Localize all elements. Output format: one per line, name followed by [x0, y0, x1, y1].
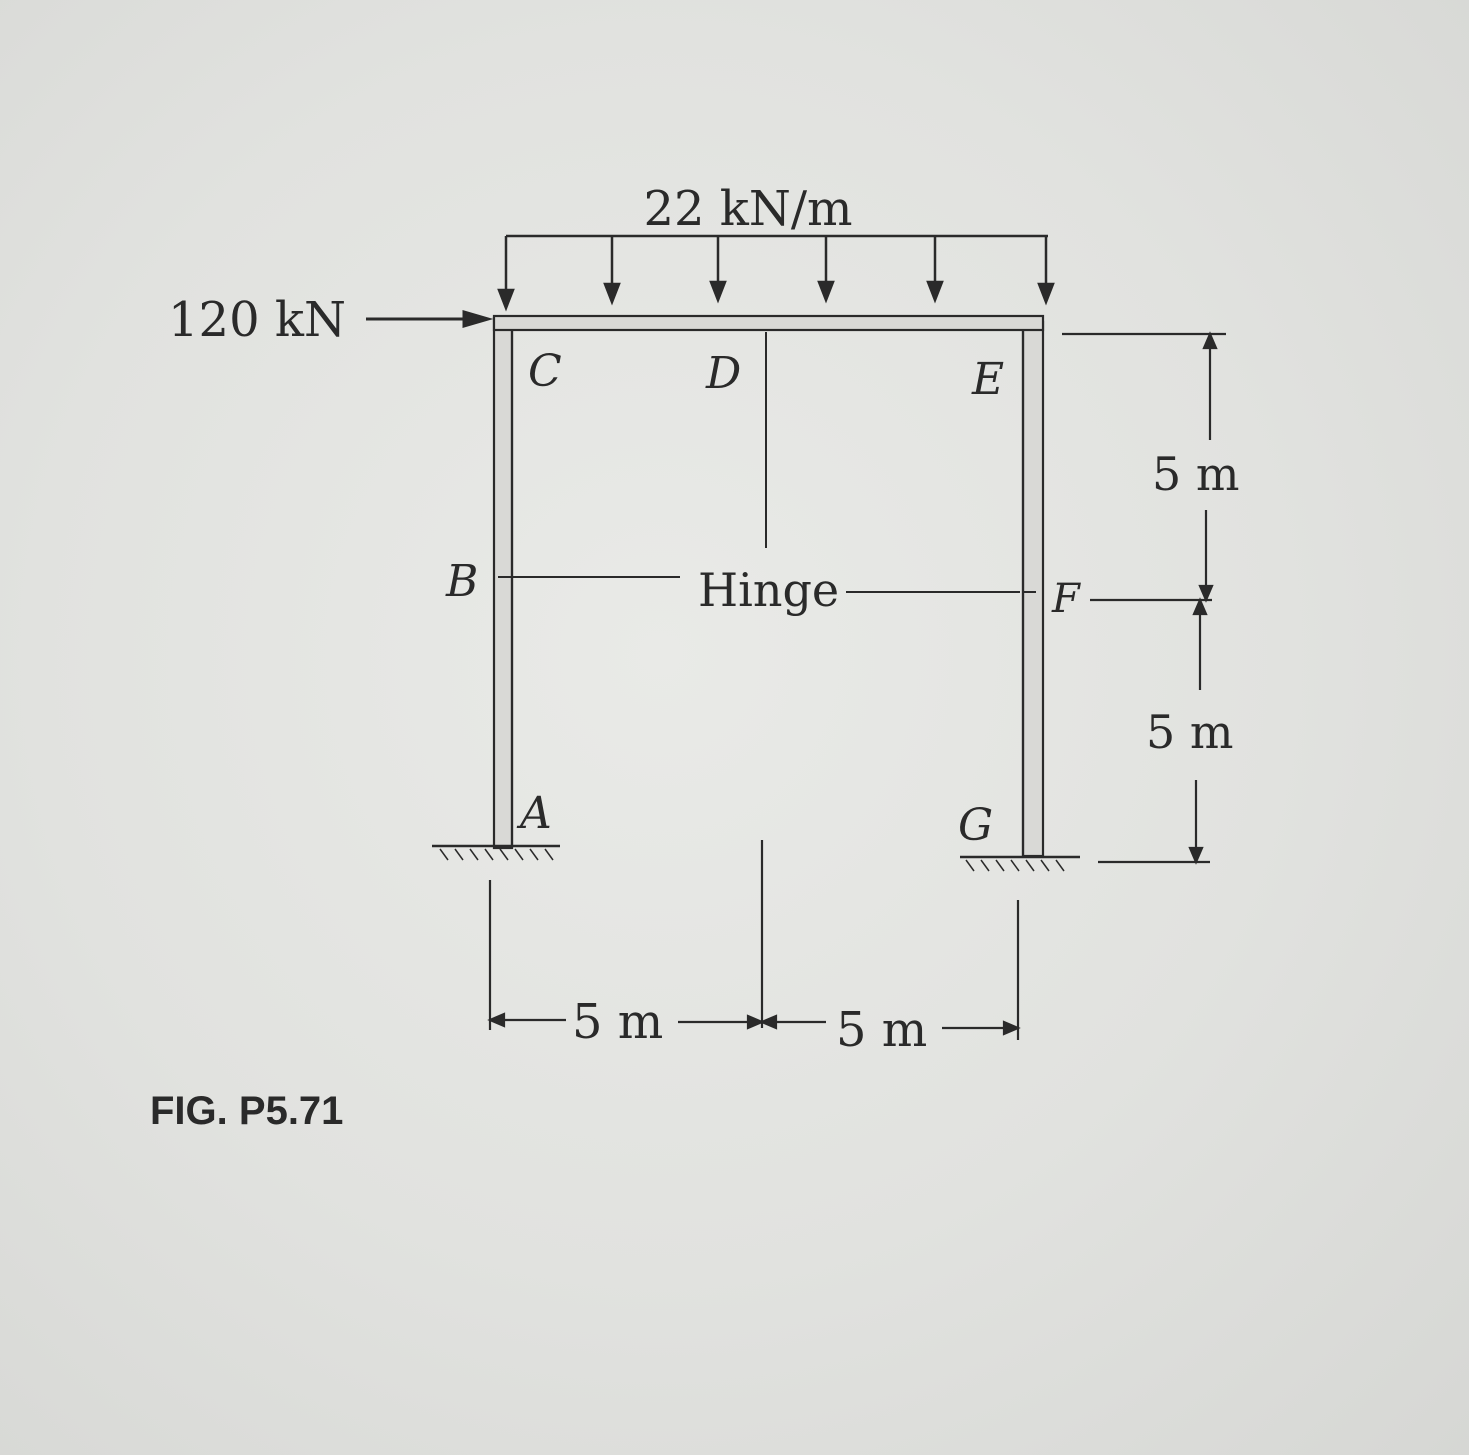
hinge-leaders [498, 332, 1036, 593]
column-left [492, 316, 514, 850]
load-arrow [603, 236, 621, 306]
point-label-a: A [516, 788, 552, 839]
beam-ce [492, 314, 1045, 332]
fixed-support-a [432, 844, 560, 861]
point-label-c: C [528, 346, 562, 397]
point-label-d: D [705, 348, 741, 399]
point-label-g: G [958, 800, 993, 851]
vertical-dimension [1062, 331, 1226, 865]
load-arrow [1037, 236, 1055, 306]
dimension-vertical-upper: 5 m [1152, 447, 1240, 501]
distributed-load-label: 22 kN/m [643, 181, 852, 237]
point-label-b: B [445, 556, 478, 607]
load-arrow [817, 236, 835, 304]
frame-members [492, 314, 1045, 858]
dimension-vertical-lower: 5 m [1146, 705, 1234, 759]
hinge-label: Hinge [698, 563, 839, 617]
horizontal-load-label: 120 kN [168, 292, 346, 348]
load-arrow [709, 236, 727, 304]
horizontal-load-arrow [366, 310, 494, 328]
fixed-support-g [960, 855, 1080, 872]
load-arrow [926, 236, 944, 304]
load-arrow [497, 236, 515, 312]
figure-caption: FIG. P5.71 [150, 1089, 343, 1133]
point-label-e: E [971, 354, 1004, 405]
dimension-horizontal-left: 5 m [572, 994, 663, 1050]
distributed-load [497, 234, 1055, 312]
horizontal-dimension [487, 840, 1021, 1040]
column-right [1021, 320, 1045, 858]
point-label-f: F [1051, 576, 1081, 622]
dimension-horizontal-right: 5 m [836, 1002, 927, 1058]
